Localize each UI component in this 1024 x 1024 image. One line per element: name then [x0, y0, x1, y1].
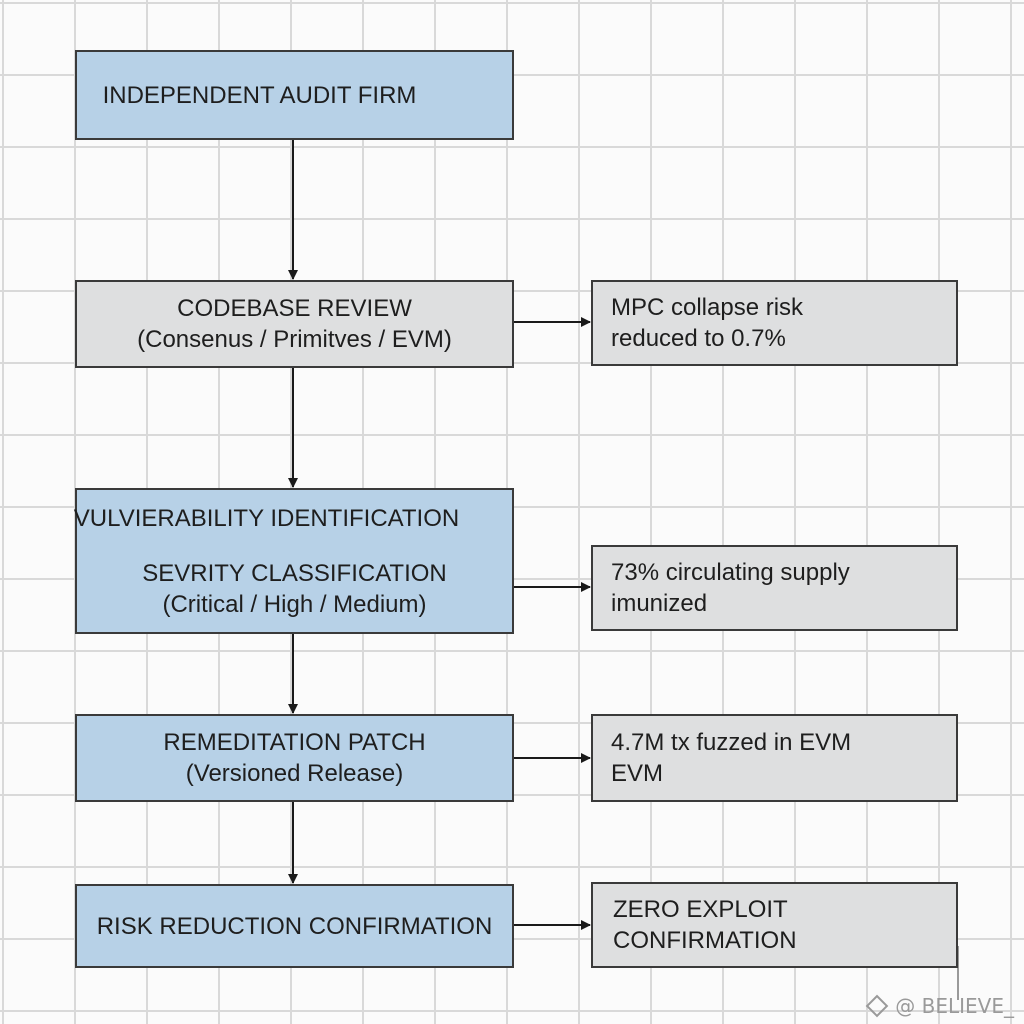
outcome-line: ZERO EXPLOIT [613, 896, 788, 923]
outcome-evm-fuzzing: 4.7M tx fuzzed in EVM EVM [591, 714, 958, 802]
diamond-logo-icon [865, 994, 889, 1018]
outcome-circulating-supply: 73% circulating supply imunized [591, 545, 958, 631]
outcome-line: EVM [611, 760, 664, 787]
step-title: CODEBASE REVIEW [177, 295, 412, 322]
outcome-line: 4.7M tx fuzzed in EVM [611, 729, 852, 756]
step-subtitle: (Consenus / Primitves / EVM) [137, 326, 452, 353]
outcome-line: CONFIRMATION [613, 927, 797, 954]
outcome-line: reduced to 0.7% [611, 325, 786, 352]
outcome-mpc-collapse-risk: MPC collapse risk reduced to 0.7% [591, 280, 958, 366]
outcome-zero-exploit: ZERO EXPLOIT CONFIRMATION [591, 882, 958, 968]
step-title: VULVIERABILITY IDENTIFICATION [73, 504, 460, 532]
outcome-line: 73% circulating supply [611, 559, 850, 586]
step-title: INDEPENDENT AUDIT FIRM [102, 81, 417, 109]
step-codebase-review: CODEBASE REVIEW (Consenus / Primitves / … [75, 280, 514, 368]
watermark: @ BELIEVE_ [865, 994, 1014, 1018]
step-subtitle: (Versioned Release) [185, 760, 404, 787]
step-risk-reduction-confirmation: RISK REDUCTION CONFIRMATION [75, 884, 514, 968]
step-detail: (Critical / High / Medium) [162, 590, 427, 618]
step-vulnerability-identification: VULVIERABILITY IDENTIFICATION SEVRITY CL… [73, 488, 514, 634]
step-subtitle: SEVRITY CLASSIFICATION [142, 559, 447, 587]
outcome-line: imunized [611, 590, 708, 617]
outcome-line: MPC collapse risk [611, 294, 804, 321]
watermark-text: @ BELIEVE_ [895, 994, 1014, 1018]
step-title: RISK REDUCTION CONFIRMATION [96, 912, 493, 940]
step-title: REMEDITATION PATCH [163, 729, 426, 756]
step-independent-audit-firm: INDEPENDENT AUDIT FIRM [75, 50, 514, 140]
step-remediation-patch: REMEDITATION PATCH (Versioned Release) [75, 714, 514, 802]
